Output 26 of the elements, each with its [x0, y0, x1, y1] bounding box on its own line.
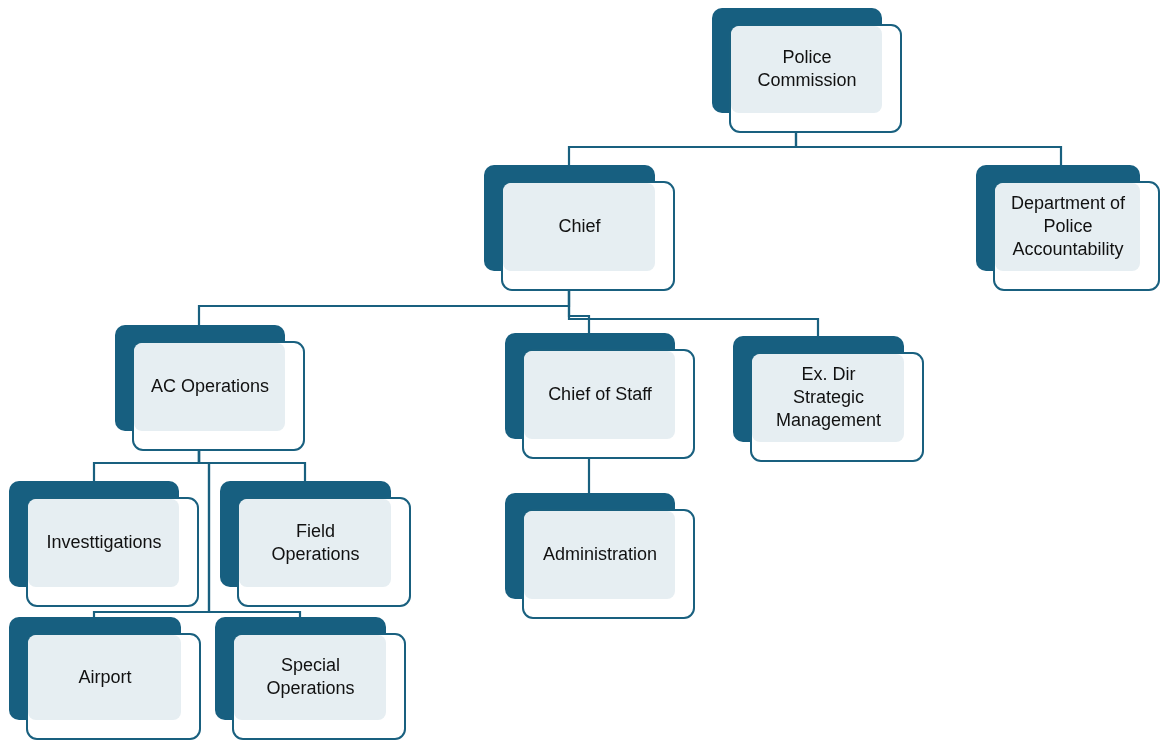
- box-label: Chief of Staff: [548, 383, 652, 406]
- org-chart-box: [733, 336, 924, 462]
- org-chart-box: [976, 165, 1160, 291]
- box-label: Investtigations: [46, 531, 162, 554]
- box-label: Police Commission: [756, 46, 858, 92]
- org-chart-box: [712, 8, 902, 133]
- box-label: Airport: [78, 665, 132, 689]
- org-chart-box: [9, 481, 199, 607]
- org-chart-box: [115, 325, 305, 451]
- connector-line: [587, 459, 591, 493]
- box-label: Administration: [542, 543, 657, 566]
- box-label: Field Operations: [270, 519, 361, 566]
- box-label: Special Operations: [265, 654, 356, 700]
- box-label: AC Operations: [150, 375, 270, 398]
- org-chart-box: [215, 617, 406, 740]
- org-chart-box: [484, 165, 675, 291]
- connector-line: [197, 451, 302, 617]
- box-label: Department of Police Accountability: [1010, 192, 1126, 261]
- connector-line: [794, 133, 1063, 165]
- org-chart-box: [505, 493, 695, 619]
- connector-line: [567, 291, 820, 336]
- box-label: Ex. Dir Strategic Management: [774, 363, 883, 432]
- box-label: Chief: [558, 215, 601, 238]
- org-chart-box: [9, 617, 201, 740]
- org-chart-box: [505, 333, 695, 459]
- org-chart-box: [220, 481, 411, 607]
